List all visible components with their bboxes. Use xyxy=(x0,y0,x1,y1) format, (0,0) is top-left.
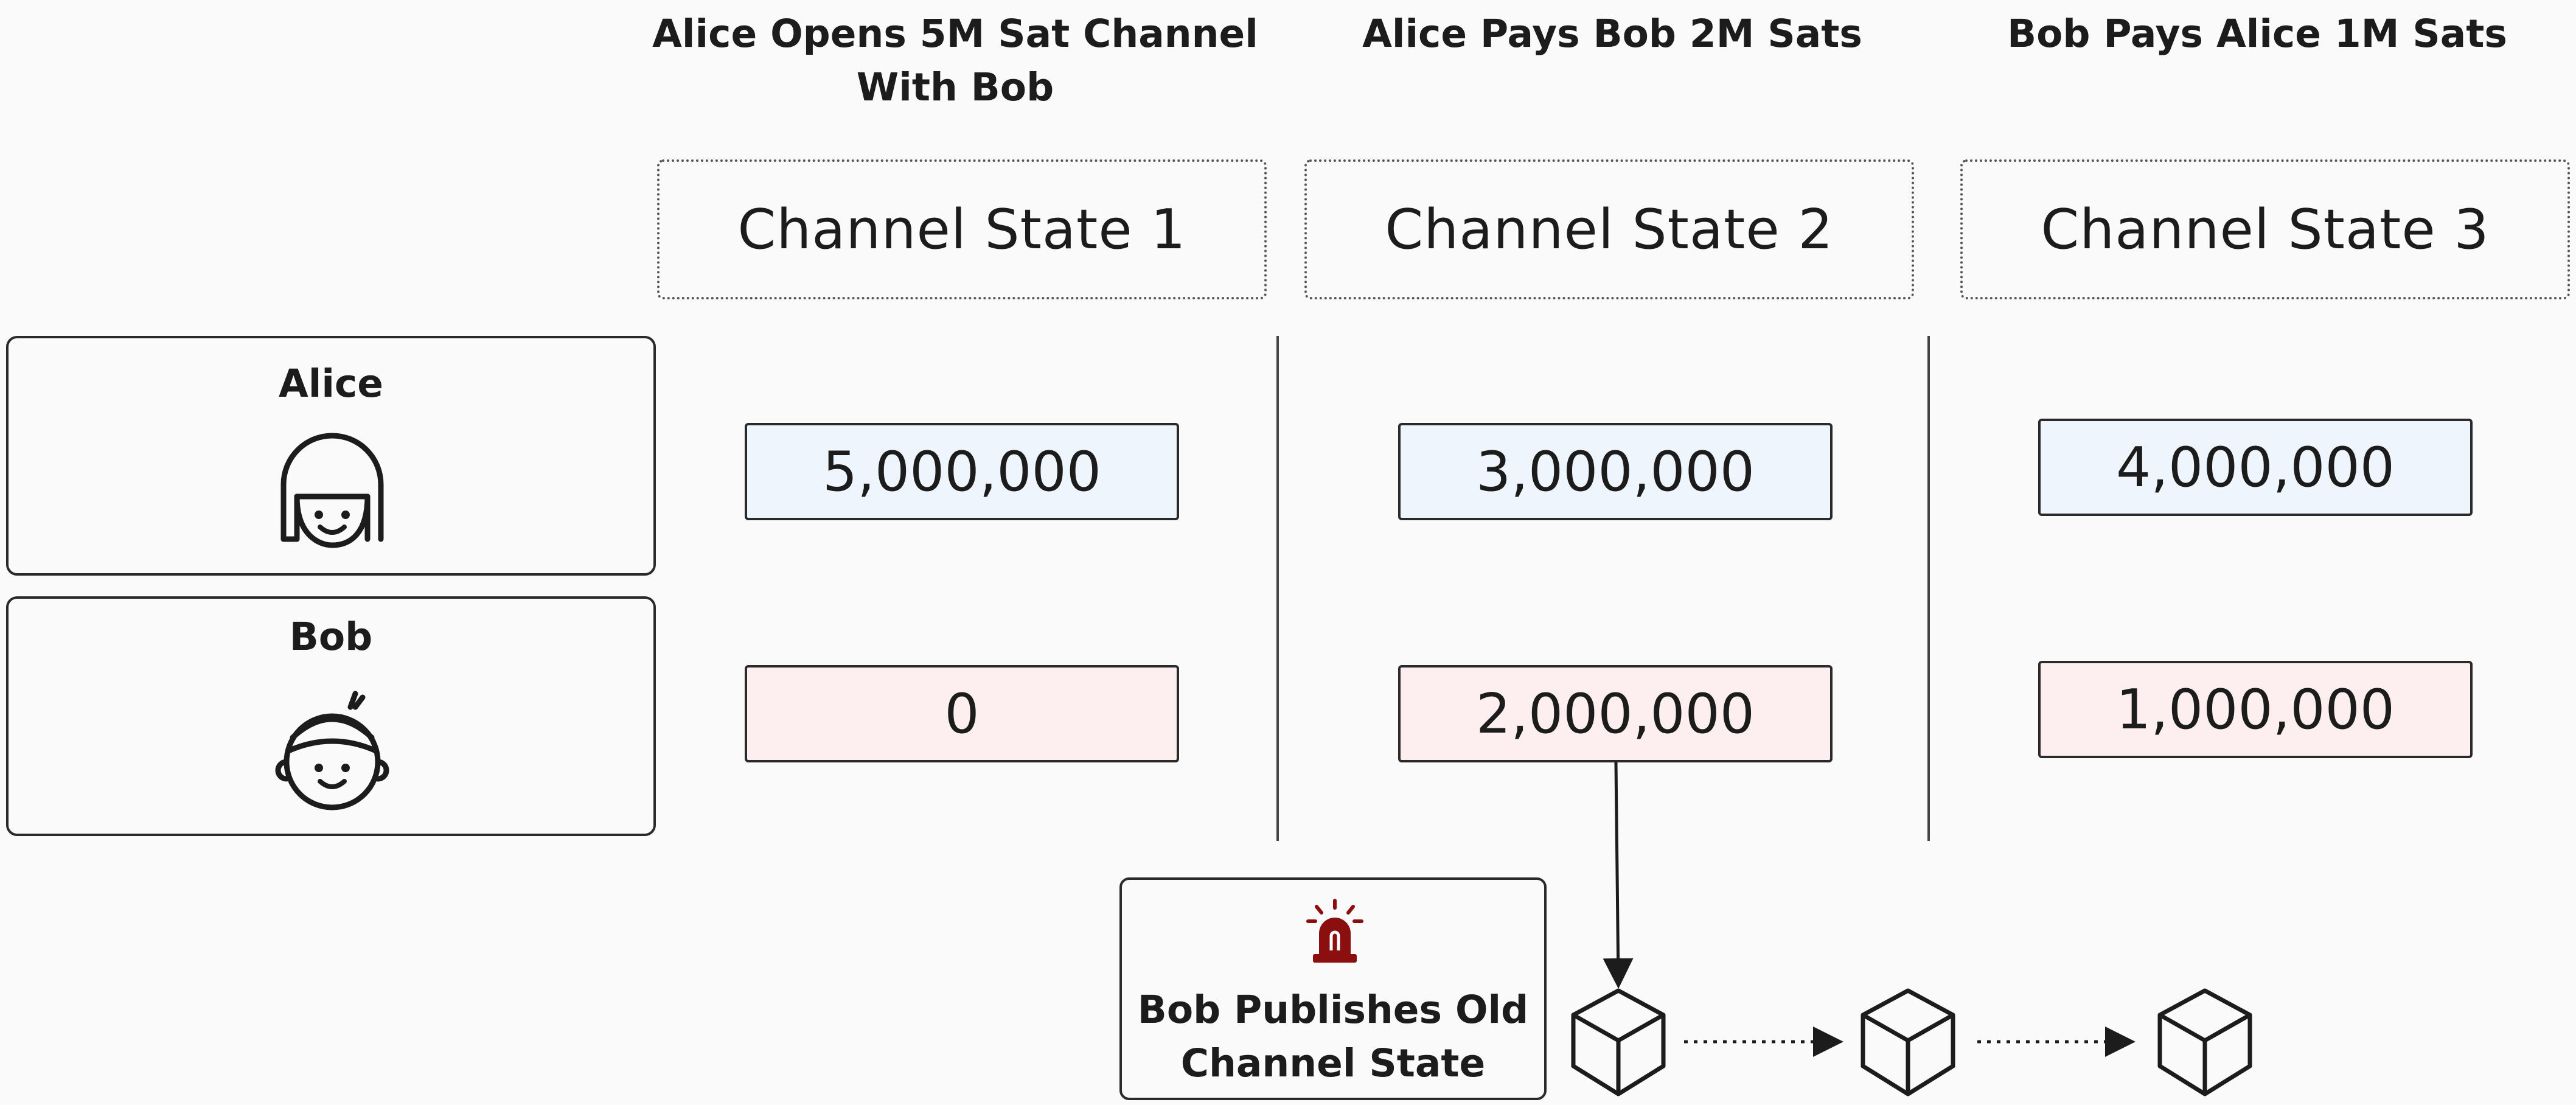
channel-state-3-box: Channel State 3 xyxy=(1960,159,2570,299)
siren-alarm-icon xyxy=(1306,899,1363,963)
column-divider-1 xyxy=(1276,336,1279,841)
bob-card: Bob xyxy=(6,596,656,836)
heading-state-3: Bob Pays Alice 1M Sats xyxy=(2007,12,2507,56)
bob-publishes-alert-text: Bob Publishes Old Channel State xyxy=(1137,988,1529,1086)
alice-name: Alice xyxy=(278,361,384,406)
heading-state-1: Alice Opens 5M Sat Channel With Bob xyxy=(652,12,1258,110)
alice-balance-state-3: 4,000,000 xyxy=(2038,419,2473,516)
alice-balance-state-1: 5,000,000 xyxy=(745,423,1179,520)
channel-state-1-box: Channel State 1 xyxy=(657,159,1267,299)
alice-balance-state-2: 3,000,000 xyxy=(1398,423,1833,520)
publish-arrow xyxy=(1603,762,1634,989)
block-cube-icon xyxy=(1861,988,1955,1096)
bob-balance-state-2: 2,000,000 xyxy=(1398,665,1833,762)
block-cube-icon xyxy=(1571,988,1666,1096)
channel-state-3-label: Channel State 3 xyxy=(2041,197,2490,262)
alice-card: Alice xyxy=(6,336,656,576)
bob-balance-state-3: 1,000,000 xyxy=(2038,661,2473,758)
column-divider-2 xyxy=(1927,336,1930,841)
bob-balance-state-1: 0 xyxy=(745,665,1179,762)
channel-state-2-box: Channel State 2 xyxy=(1304,159,1914,299)
alice-avatar-icon xyxy=(280,433,384,548)
channel-state-2-label: Channel State 2 xyxy=(1385,197,1834,262)
bob-avatar-icon xyxy=(275,691,389,810)
block-cube-icon xyxy=(2157,988,2252,1096)
channel-state-1-label: Channel State 1 xyxy=(737,197,1186,262)
bob-publishes-alert-card: Bob Publishes Old Channel State xyxy=(1119,877,1547,1100)
heading-state-2: Alice Pays Bob 2M Sats xyxy=(1362,12,1862,56)
bob-name: Bob xyxy=(289,615,373,659)
